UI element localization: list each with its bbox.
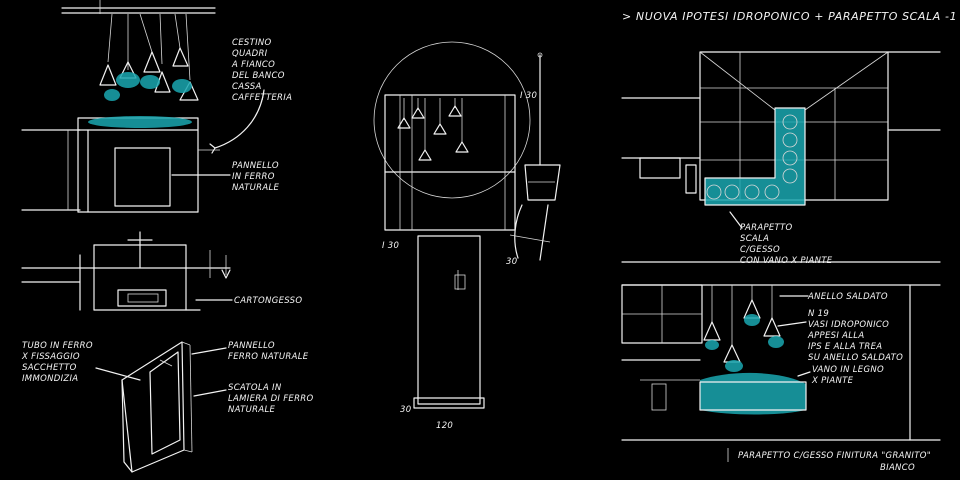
svg-text:PARAPETTO: PARAPETTO bbox=[740, 223, 793, 233]
note-vano: VANO IN LEGNO X PIANTE bbox=[811, 365, 884, 386]
svg-text:DEL BANCO: DEL BANCO bbox=[232, 71, 285, 81]
svg-text:X FISSAGGIO: X FISSAGGIO bbox=[21, 352, 80, 362]
svg-text:SU ANELLO SALDATO: SU ANELLO SALDATO bbox=[808, 353, 903, 363]
svg-text:TUBO IN FERRO: TUBO IN FERRO bbox=[22, 341, 93, 351]
svg-text:SACCHETTO: SACCHETTO bbox=[22, 363, 77, 373]
note-bottom: PARAPETTO C/GESSO FINITURA "GRANITO" bbox=[738, 451, 931, 461]
svg-text:SCATOLA IN: SCATOLA IN bbox=[228, 383, 282, 393]
note-lamps: CESTINO QUADRI A FIANCO DEL BANCO CASSA … bbox=[231, 38, 292, 103]
svg-text:VASI IDROPONICO: VASI IDROPONICO bbox=[808, 320, 889, 330]
svg-text:CESTINO: CESTINO bbox=[232, 38, 272, 48]
svg-text:A FIANCO: A FIANCO bbox=[231, 60, 275, 70]
svg-text:NATURALE: NATURALE bbox=[232, 183, 280, 193]
svg-text:N 19: N 19 bbox=[808, 309, 829, 319]
left-top-elevation: CESTINO QUADRI A FIANCO DEL BANCO CASSA … bbox=[21, 0, 292, 213]
svg-text:IN FERRO: IN FERRO bbox=[232, 172, 275, 182]
svg-text:CAFFETTERIA: CAFFETTERIA bbox=[232, 93, 292, 103]
note-anello: ANELLO SALDATO bbox=[807, 292, 888, 302]
svg-text:VANO IN LEGNO: VANO IN LEGNO bbox=[812, 365, 884, 375]
svg-text:PANNELLO: PANNELLO bbox=[232, 161, 279, 171]
svg-text:IMMONDIZIA: IMMONDIZIA bbox=[22, 374, 78, 384]
dim-top: I 30 bbox=[520, 91, 537, 101]
svg-text:LAMIERA DI FERRO: LAMIERA DI FERRO bbox=[228, 394, 314, 404]
svg-text:SCALA: SCALA bbox=[740, 234, 769, 244]
dim-right: 30 bbox=[506, 257, 517, 267]
detail-circle bbox=[373, 41, 531, 199]
svg-text:X PIANTE: X PIANTE bbox=[811, 376, 854, 386]
note-parapetto: PARAPETTO SCALA C/GESSO CON VANO X PIANT… bbox=[740, 223, 833, 266]
svg-text:APPESI ALLA: APPESI ALLA bbox=[807, 331, 864, 341]
right-top-plan: PARAPETTO SCALA C/GESSO CON VANO X PIANT… bbox=[621, 51, 941, 266]
middle-elevation-detail: I 30 I 30 30 30 120 bbox=[373, 41, 561, 431]
svg-text:CASSA: CASSA bbox=[232, 82, 262, 92]
note-pannello-ferro: PANNELLO FERRO NATURALE bbox=[228, 341, 309, 362]
svg-text:FERRO NATURALE: FERRO NATURALE bbox=[228, 352, 309, 362]
dim-bottom: 120 bbox=[436, 421, 453, 431]
svg-text:C/GESSO: C/GESSO bbox=[740, 245, 780, 255]
note-tubo: TUBO IN FERRO X FISSAGGIO SACCHETTO IMMO… bbox=[21, 341, 93, 384]
svg-text:NATURALE: NATURALE bbox=[228, 405, 276, 415]
svg-text:CON VANO X PIANTE: CON VANO X PIANTE bbox=[740, 256, 833, 266]
sheet-title: > NUOVA IPOTESI IDROPONICO + PARAPETTO S… bbox=[622, 10, 957, 23]
dim-left: I 30 bbox=[382, 241, 399, 251]
note-scatola: SCATOLA IN LAMIERA DI FERRO NATURALE bbox=[228, 383, 314, 415]
left-middle-plan: CARTONGESSO bbox=[21, 231, 302, 311]
note-bottom-sub: BIANCO bbox=[880, 463, 915, 473]
dim-bottom-left: 30 bbox=[400, 405, 411, 415]
right-bottom-section: ANELLO SALDATO N 19 VASI IDROPONICO APPE… bbox=[621, 261, 941, 473]
note-vasi: N 19 VASI IDROPONICO APPESI ALLA IPS E A… bbox=[807, 309, 903, 363]
svg-text:QUADRI: QUADRI bbox=[232, 49, 268, 59]
svg-text:IPS E ALLA TREA: IPS E ALLA TREA bbox=[808, 342, 882, 352]
note-panel: PANNELLO IN FERRO NATURALE bbox=[232, 161, 280, 193]
note-cartongesso: CARTONGESSO bbox=[234, 296, 302, 306]
left-bottom-bin-detail: TUBO IN FERRO X FISSAGGIO SACCHETTO IMMO… bbox=[21, 341, 314, 473]
svg-text:PANNELLO: PANNELLO bbox=[228, 341, 275, 351]
